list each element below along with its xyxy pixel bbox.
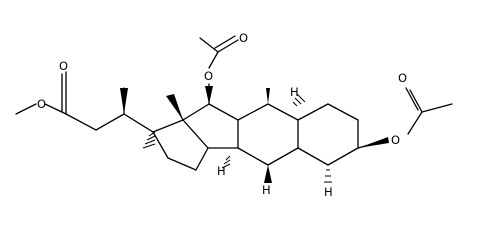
bond	[95, 113, 125, 131]
wedge-bonds	[120, 86, 389, 183]
bond	[152, 119, 184, 133]
bond	[167, 157, 197, 171]
hash-line	[144, 139, 156, 145]
bond	[267, 103, 299, 121]
bond	[123, 113, 154, 133]
hash-line	[142, 143, 156, 149]
hash-line	[225, 155, 231, 161]
bond	[214, 35, 236, 49]
wedge-bond	[264, 165, 272, 183]
hash-line	[223, 159, 231, 165]
atom-labels: O O O O O O	[37, 31, 407, 147]
hash-line	[221, 163, 231, 169]
hashed-bonds	[142, 93, 332, 183]
oxygen-label: O	[59, 59, 68, 73]
hydrogen-label: H	[217, 164, 226, 178]
wedge-bond	[358, 137, 389, 148]
hydrogen-label: H	[324, 185, 333, 199]
bonds	[15, 35, 453, 171]
wedge-bond	[120, 88, 128, 114]
bond	[208, 103, 239, 121]
hash-line	[296, 93, 306, 103]
bond	[237, 147, 269, 166]
hash-line	[294, 97, 302, 105]
bond	[297, 147, 329, 166]
bond	[217, 39, 239, 53]
hash-line	[146, 135, 156, 141]
bond	[297, 103, 329, 121]
bond	[409, 89, 423, 113]
hydrogen-labels: H H H H	[217, 85, 333, 199]
bond	[182, 103, 210, 121]
bond	[208, 51, 219, 69]
hydrogen-label: H	[262, 183, 271, 197]
bond	[327, 103, 359, 121]
bond	[15, 103, 37, 115]
oxygen-label: O	[204, 69, 213, 83]
bond	[327, 147, 359, 166]
oxygen-label: O	[391, 133, 400, 147]
hash-line	[292, 101, 298, 107]
wedge-bond	[266, 88, 270, 104]
wedge-bond	[205, 86, 213, 104]
bond	[267, 147, 299, 166]
bond	[182, 119, 209, 149]
hydrogen-label: H	[290, 85, 299, 99]
bond	[237, 103, 269, 121]
oxygen-label: O	[37, 97, 46, 111]
bond	[65, 113, 97, 131]
bond	[405, 87, 419, 111]
bond	[152, 131, 169, 159]
bond	[407, 111, 423, 135]
oxygen-label: O	[239, 31, 248, 45]
structure-diagram: O O O O O O H H H H	[15, 31, 453, 199]
oxygen-label: O	[398, 71, 407, 85]
hash-line	[148, 131, 156, 137]
wedge-bond	[166, 94, 183, 120]
bond	[199, 37, 219, 53]
bond	[195, 147, 209, 171]
bond	[44, 103, 67, 115]
bond	[421, 103, 453, 113]
